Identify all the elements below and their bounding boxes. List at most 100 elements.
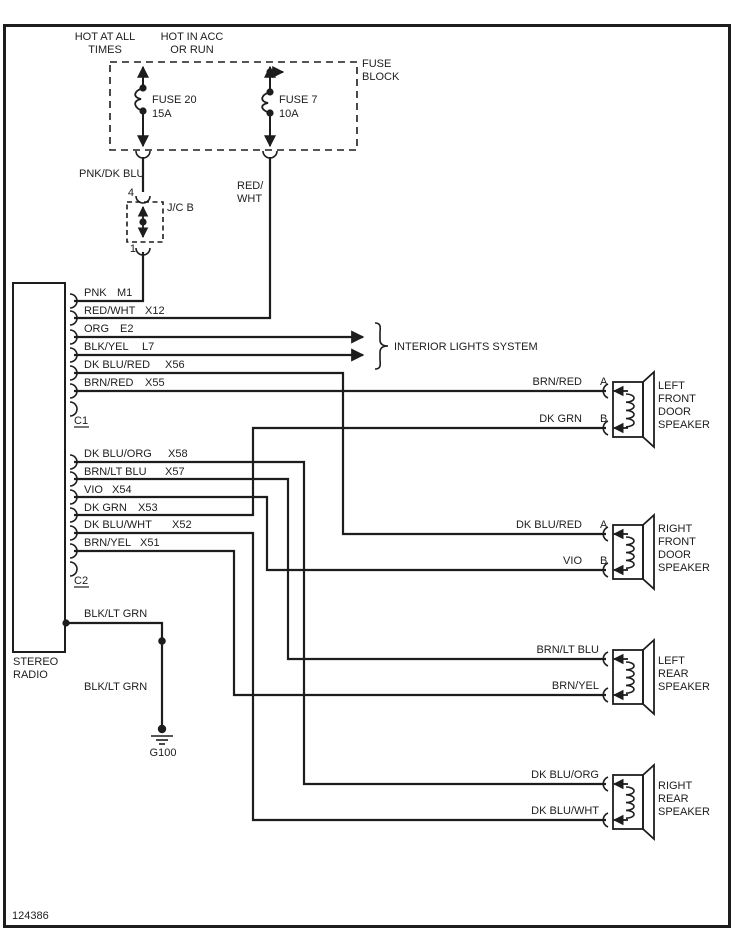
c1-pin-cup-1 [69,293,78,309]
power-source-labels: HOT AT ALL TIMES HOT IN ACC OR RUN [75,31,224,56]
radio-ground-node [62,619,70,627]
rr-name-line1: RIGHT [658,780,693,792]
rf-terminal-b-letter: B [600,555,607,567]
fuse7-element [261,91,271,114]
c2-pin-5-wire: BRN/YEL [84,537,131,549]
ground-terminal-node [157,724,167,734]
lr-cup-1 [602,651,609,667]
fuse-block-title-line2: BLOCK [362,71,400,83]
lr-speaker-cone [642,637,655,717]
c2-pin-4-code: X52 [172,519,192,531]
rf-terminal-a-wire-label: DK BLU/RED [516,519,582,531]
brace [374,322,389,370]
jcb-label: J/C B [167,202,194,214]
lr-name-line3: SPEAKER [658,681,710,693]
speaker-right-front-door: DK BLU/RED A VIO B RIGHT FRONT DOOR SPEA… [516,512,710,592]
c2-pin-5-code: X51 [140,537,160,549]
lf-terminal-a-letter: A [600,376,608,388]
lf-speaker-cone [642,369,655,450]
c1-pin-5-code: X55 [145,377,165,389]
c2-pin-4-wire: DK BLU/WHT [84,519,152,531]
lf-cup-b [602,420,609,436]
lf-cup-a [602,383,609,399]
c1-pin-0-wire: PNK [84,287,107,299]
ground-circuit: BLK/LT GRN BLK/LT GRN G100 [62,608,176,759]
c1-wires [74,330,606,536]
fuse7-rating: 10A [279,108,299,120]
c1-pin-2-code: E2 [120,323,133,335]
rf-cup-a [602,526,609,542]
c1-pin-1-code: X12 [145,305,165,317]
rr-terminal-2-wire-label: DK BLU/WHT [531,805,599,817]
lf-coil [625,393,635,428]
rr-terminal-1-wire-label: DK BLU/ORG [531,769,599,781]
ground-splice-node [158,637,166,645]
lr-coil [625,661,635,694]
jcb-top-cup [135,195,151,204]
c1-pin-3-code: L7 [142,341,154,353]
red-wht-wire-label-line1: RED/ [237,180,264,192]
c1-pin-2-wire: ORG [84,323,109,335]
c1-pin-labels: PNK M1 RED/WHT X12 ORG E2 BLK/YEL L7 DK … [84,287,185,389]
red-wht-wire-label-line2: WHT [237,193,262,205]
rf-name-line4: SPEAKER [658,562,710,574]
fuse-block-outline [109,61,358,151]
jcb-node [139,218,147,226]
hot-in-acc-label-line2: OR RUN [170,44,213,56]
page-border [3,24,731,928]
c2-pin-1-code: X57 [165,466,185,478]
lf-terminal-b-letter: B [600,413,607,425]
c2-pin-3-code: X53 [138,502,158,514]
c1-pin-0-code: M1 [117,287,132,299]
rf-speaker-cone [642,512,655,592]
rf-name-line1: RIGHT [658,523,693,535]
lr-terminal-2-wire-label: BRN/YEL [552,680,599,692]
rr-cup-1 [602,776,609,792]
fuse20-rating: 15A [152,108,172,120]
c2-pin-2-wire: VIO [84,484,103,496]
c2-pin-0-code: X58 [168,448,188,460]
wire-dk-grn-x53 [74,426,606,517]
ground-g100-label: G100 [150,747,177,759]
fuse20-element [134,87,144,112]
interior-lights-label: INTERIOR LIGHTS SYSTEM [394,341,538,353]
c1-pin-4-code: X56 [165,359,185,371]
rr-name-line3: SPEAKER [658,806,710,818]
c1-pin-cup-7 [69,401,78,417]
speaker-right-rear: DK BLU/ORG DK BLU/WHT RIGHT REAR SPEAKER [531,762,710,842]
jcb-pin1-label: 1 [130,243,136,255]
lr-name-line2: REAR [658,668,689,680]
interior-lights-callout: INTERIOR LIGHTS SYSTEM [374,322,538,370]
c2-pin-labels: DK BLU/ORG X58 BRN/LT BLU X57 VIO X54 DK… [84,448,192,549]
rf-terminal-b-wire-label: VIO [563,555,582,567]
radio-name-line1: STEREO [13,656,59,668]
rf-coil [625,536,635,569]
lf-name-line3: DOOR [658,406,691,418]
wire-vio-x54 [74,495,606,572]
hot-in-acc-label-line1: HOT IN ACC [161,31,224,43]
acc-feed: RED/ WHT [74,157,272,320]
lf-terminal-a-wire-label: BRN/RED [532,376,582,388]
c1-pin-5-wire: BRN/RED [84,377,134,389]
lr-name-line1: LEFT [658,655,685,667]
c1-pin-cup-2 [69,310,78,326]
fuse20-name: FUSE 20 [152,94,197,106]
pnk-dk-blu-wire-label: PNK/DK BLU [79,168,144,180]
wire-blk-lt-grn [65,621,164,727]
c1-pin-4-wire: DK BLU/RED [84,359,150,371]
jcb-outline [126,201,164,243]
lr-cup-2 [602,687,609,703]
wire-brn-yel-x51 [74,549,606,697]
lf-name-line4: SPEAKER [658,419,710,431]
c2-pin-0-wire: DK BLU/ORG [84,448,152,460]
c1-pin-1-wire: RED/WHT [84,305,136,317]
rf-name-line2: FRONT [658,536,696,548]
hot-at-all-label-line2: TIMES [88,44,122,56]
c2-wires [74,426,606,822]
c1-pin-3-wire: BLK/YEL [84,341,129,353]
lf-name-line1: LEFT [658,380,685,392]
rr-coil [625,786,635,819]
jcb-pin4-label: 4 [128,187,134,199]
radio-name-line2: RADIO [13,669,48,681]
